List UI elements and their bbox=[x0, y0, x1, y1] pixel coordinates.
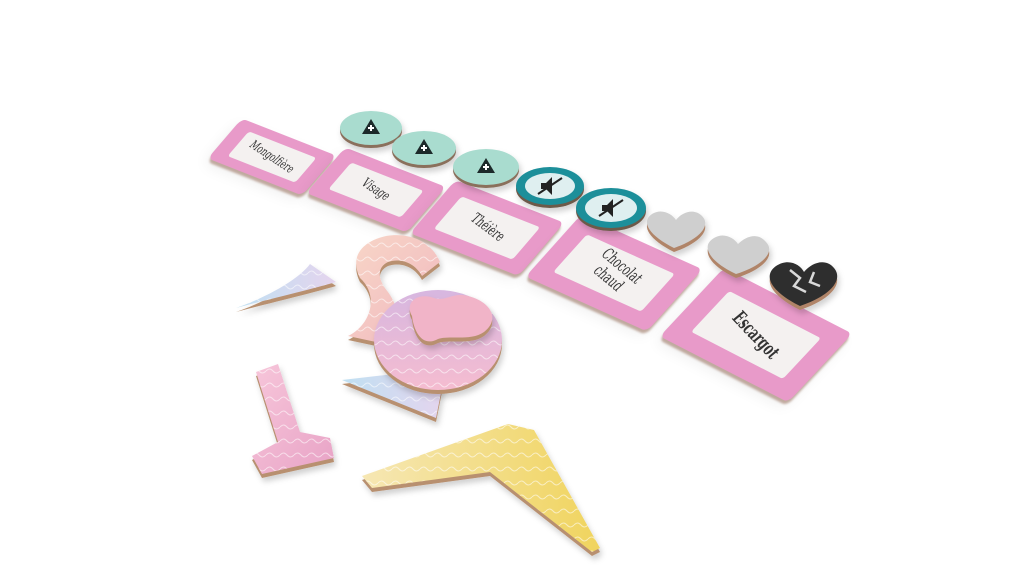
heart-token[interactable] bbox=[646, 211, 706, 252]
heart-token[interactable] bbox=[707, 235, 770, 278]
pink-l-piece[interactable] bbox=[252, 364, 334, 478]
peach-s-curve-piece[interactable] bbox=[348, 235, 440, 346]
blue-sliver-piece[interactable] bbox=[236, 264, 336, 312]
hand-pointing-icon bbox=[477, 158, 495, 173]
teal-token[interactable] bbox=[576, 188, 646, 231]
hand-pointing-icon bbox=[415, 139, 433, 154]
hand-pointing-icon bbox=[362, 119, 380, 134]
yellow-chevron-piece[interactable] bbox=[362, 424, 600, 556]
teal-token[interactable] bbox=[516, 167, 584, 208]
mint-token[interactable] bbox=[392, 131, 456, 168]
mint-token[interactable] bbox=[453, 149, 519, 188]
pink-blob-piece[interactable] bbox=[409, 295, 493, 346]
broken-heart-token[interactable] bbox=[769, 262, 838, 310]
muted-speaker-icon bbox=[537, 177, 563, 195]
mint-token[interactable] bbox=[340, 111, 402, 148]
broken-heart-icon bbox=[769, 262, 838, 306]
muted-speaker-icon bbox=[598, 199, 624, 217]
